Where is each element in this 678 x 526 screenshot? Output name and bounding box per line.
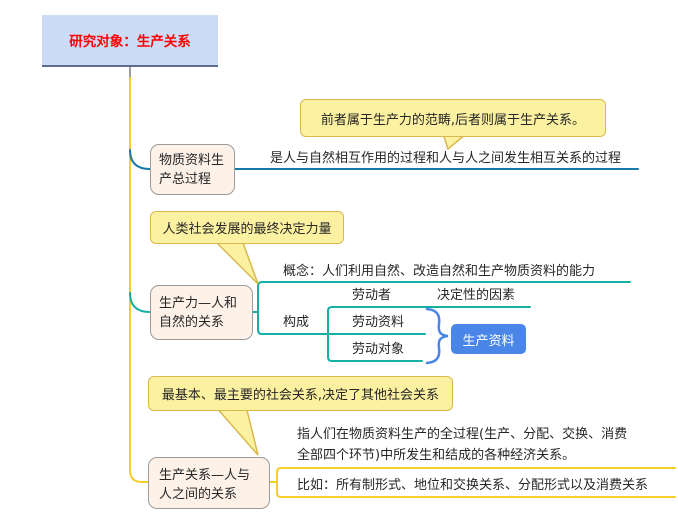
node-laborer[interactable]: 劳动者 bbox=[352, 288, 392, 303]
node-laborer-note[interactable]: 决定性的因素 bbox=[437, 288, 516, 303]
root-topic[interactable]: 研究对象：生产关系 bbox=[42, 15, 218, 67]
spine-line bbox=[129, 77, 149, 483]
note-production-process[interactable]: 是人与自然相互作用的过程和人与人之间发生相互关系的过程 bbox=[270, 151, 622, 166]
callout2-tail bbox=[212, 239, 259, 285]
branch2-connector bbox=[129, 292, 151, 313]
callout-productive-forces[interactable]: 人类社会发展的最终决定力量 bbox=[150, 211, 344, 244]
node-means-of-production[interactable]: 生产资料 bbox=[451, 324, 526, 354]
node-labor-object[interactable]: 劳动对象 bbox=[352, 342, 405, 357]
topic-material-production-process[interactable]: 物质资料生产总过程 bbox=[150, 144, 235, 195]
callout-production-relations[interactable]: 最基本、最主要的社会关系,决定了其他社会关系 bbox=[148, 376, 453, 411]
topic-production-relations[interactable]: 生产关系—人与人之间的关系 bbox=[148, 457, 270, 509]
node-labor-means[interactable]: 劳动资料 bbox=[352, 315, 405, 330]
group-brace-icon bbox=[425, 307, 449, 365]
node-relations-definition[interactable]: 指人们在物质资料生产的全过程(生产、分配、交换、消费全部四个环节)中所发生和结成… bbox=[297, 427, 628, 463]
branch2-children-rail bbox=[257, 281, 631, 335]
topic-productive-forces[interactable]: 生产力—人和自然的关系 bbox=[150, 285, 253, 340]
branch1-connector bbox=[129, 149, 151, 170]
callout3-tail bbox=[213, 405, 259, 456]
callout-production-process[interactable]: 前者属于生产力的范畴,后者则属于生产关系。 bbox=[300, 99, 606, 137]
node-relations-example[interactable]: 比如：所有制形式、地位和交换关系、分配形式以及消费关系 bbox=[297, 478, 649, 493]
branch3-children-rail bbox=[276, 467, 676, 498]
node-composition[interactable]: 构成 bbox=[283, 315, 310, 330]
node-concept[interactable]: 概念：人们利用自然、改造自然和生产物质资料的能力 bbox=[283, 264, 596, 279]
